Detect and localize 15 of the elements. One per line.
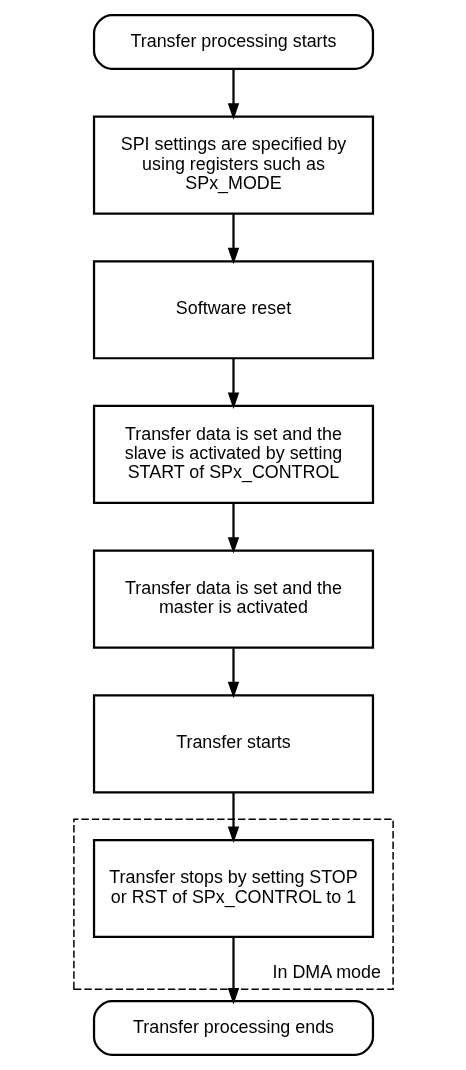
node-box: Transfer processing ends [92, 1000, 374, 1056]
arrow [227, 647, 239, 699]
node-box: Transfer starts [92, 694, 374, 794]
node-box: Transfer data is set and the slave is activated by setting START of SPx_CONTROL [92, 404, 374, 505]
arrow [227, 358, 239, 409]
arrow [227, 792, 239, 843]
arrow [227, 937, 239, 1005]
node-box: Software reset [92, 260, 374, 360]
node-box: Transfer stops by setting STOP or RST of SPx_CONTROL to 1 [92, 838, 374, 939]
node-box: Transfer data is set and the master is activated [92, 549, 374, 649]
node-box: Transfer processing starts [92, 14, 374, 70]
arrow [227, 69, 239, 120]
arrow [227, 503, 239, 554]
node-box: SPI settings are specified by using registers such as SPx_MODE [92, 115, 374, 215]
arrow [227, 213, 239, 265]
